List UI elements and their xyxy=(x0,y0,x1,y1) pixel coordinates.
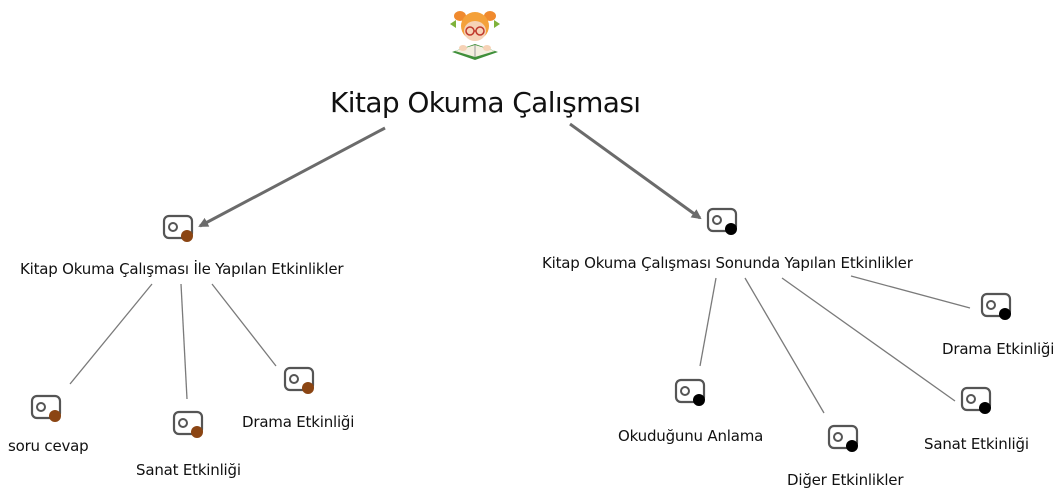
connector-left-drama xyxy=(211,283,277,367)
concept-node-icon[interactable] xyxy=(674,376,708,414)
connector-right-drama xyxy=(850,275,971,309)
left-child-sanat-etkinligi[interactable]: Sanat Etkinliği xyxy=(136,461,241,479)
concept-node-icon[interactable] xyxy=(30,392,64,430)
left-child-soru-cevap[interactable]: soru cevap xyxy=(8,437,89,455)
left-branch-label[interactable]: Kitap Okuma Çalışması İle Yapılan Etkinl… xyxy=(20,260,344,278)
connector-right-diger xyxy=(744,277,825,414)
right-child-diger-etkinlikler[interactable]: Diğer Etkinlikler xyxy=(787,471,904,489)
left-child-drama-etkinligi[interactable]: Drama Etkinliği xyxy=(242,413,355,431)
girl-reading-book-icon xyxy=(446,6,504,68)
connector-left-sanat xyxy=(180,283,188,400)
concept-node-icon[interactable] xyxy=(960,384,994,422)
concept-node-icon[interactable] xyxy=(827,422,861,460)
connector-right-okudugunu xyxy=(699,277,717,367)
concept-node-icon[interactable] xyxy=(162,212,196,250)
concept-node-icon[interactable] xyxy=(980,290,1014,328)
connector-left-soru-cevap xyxy=(69,283,153,385)
concept-node-icon[interactable] xyxy=(706,205,740,243)
right-child-sanat-etkinligi[interactable]: Sanat Etkinliği xyxy=(924,435,1029,453)
concept-node-icon[interactable] xyxy=(172,408,206,446)
connector-right-sanat xyxy=(781,277,956,402)
right-child-drama-etkinligi[interactable]: Drama Etkinliği xyxy=(942,340,1055,358)
right-branch-label[interactable]: Kitap Okuma Çalışması Sonunda Yapılan Et… xyxy=(542,254,913,272)
root-to-right-branch-arrow xyxy=(569,122,702,220)
concept-node-icon[interactable] xyxy=(283,364,317,402)
root-to-left-branch-arrow xyxy=(198,126,386,228)
root-concept-title[interactable]: Kitap Okuma Çalışması xyxy=(330,86,641,119)
right-child-okudugunu-anlama[interactable]: Okuduğunu Anlama xyxy=(618,427,764,445)
